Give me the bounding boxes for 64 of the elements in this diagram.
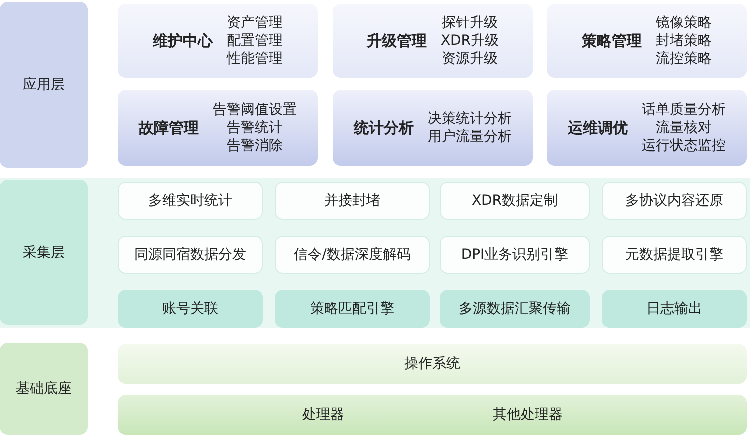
module-title: 维护中心 [153, 32, 213, 50]
function-name: 日志输出 [646, 300, 702, 318]
module-item: 用户流量分析 [428, 128, 512, 146]
function-name: 并接封堵 [324, 192, 380, 210]
function-card [118, 182, 263, 220]
module-title: 运维调优 [568, 119, 628, 137]
platform-item: 操作系统 [404, 355, 460, 373]
module-item: 镜像策略 [656, 14, 712, 32]
function-card [440, 236, 590, 274]
function-card [602, 290, 747, 328]
module-item: 流控策略 [656, 50, 712, 68]
module-item: 资源升级 [442, 50, 498, 68]
function-card [275, 290, 430, 328]
layer-label-box [0, 343, 88, 435]
function-name: 多源数据汇聚传输 [459, 300, 571, 318]
function-name: 元数据提取引擎 [626, 246, 724, 264]
module-card [333, 90, 533, 166]
module-item: 探针升级 [442, 14, 498, 32]
module-item: 话单质量分析 [642, 101, 726, 119]
module-item: 告警阈值设置 [213, 101, 297, 119]
function-card [118, 236, 263, 274]
module-item: 告警统计 [227, 119, 283, 137]
module-item: XDR升级 [440, 32, 500, 50]
module-item: 封堵策略 [656, 32, 712, 50]
layer-label-box [0, 2, 88, 168]
function-card [118, 290, 263, 328]
function-card [440, 290, 590, 328]
module-card [547, 90, 747, 166]
module-item: 告警消除 [227, 137, 283, 155]
function-name: 账号关联 [162, 300, 218, 318]
function-name: 多协议内容还原 [626, 192, 724, 210]
function-name: DPI业务识别引擎 [461, 246, 569, 264]
module-title: 统计分析 [354, 119, 414, 137]
platform-bar [118, 395, 747, 435]
module-item: 性能管理 [227, 50, 283, 68]
layer-title: 应用层 [23, 76, 65, 94]
module-title: 故障管理 [139, 119, 199, 137]
module-item: 配置管理 [227, 32, 283, 50]
function-name: 信令/数据深度解码 [294, 246, 411, 264]
function-name: 同源同宿数据分发 [134, 246, 246, 264]
module-title: 升级管理 [366, 32, 427, 50]
function-name: 多维实时统计 [148, 192, 232, 210]
function-card [275, 236, 430, 274]
platform-item: 处理器 [302, 406, 344, 424]
module-card [547, 4, 747, 78]
layer-title: 采集层 [23, 244, 65, 262]
module-item: 运行状态监控 [642, 137, 726, 155]
module-item: 流量核对 [656, 119, 712, 137]
function-name: XDR数据定制 [472, 192, 558, 210]
layer-title: 基础底座 [16, 380, 72, 398]
function-card [602, 182, 747, 220]
module-card [118, 4, 318, 78]
function-card [275, 182, 430, 220]
layer-label-box [0, 180, 88, 325]
module-card [333, 4, 533, 78]
platform-bar [118, 344, 747, 384]
function-card [602, 236, 747, 274]
platform-item: 其他处理器 [492, 406, 563, 424]
function-card [440, 182, 590, 220]
function-name: 策略匹配引擎 [310, 300, 394, 318]
module-title: 策略管理 [582, 32, 642, 50]
module-item: 资产管理 [227, 14, 283, 32]
module-item: 决策统计分析 [428, 110, 512, 128]
module-card [118, 90, 318, 166]
